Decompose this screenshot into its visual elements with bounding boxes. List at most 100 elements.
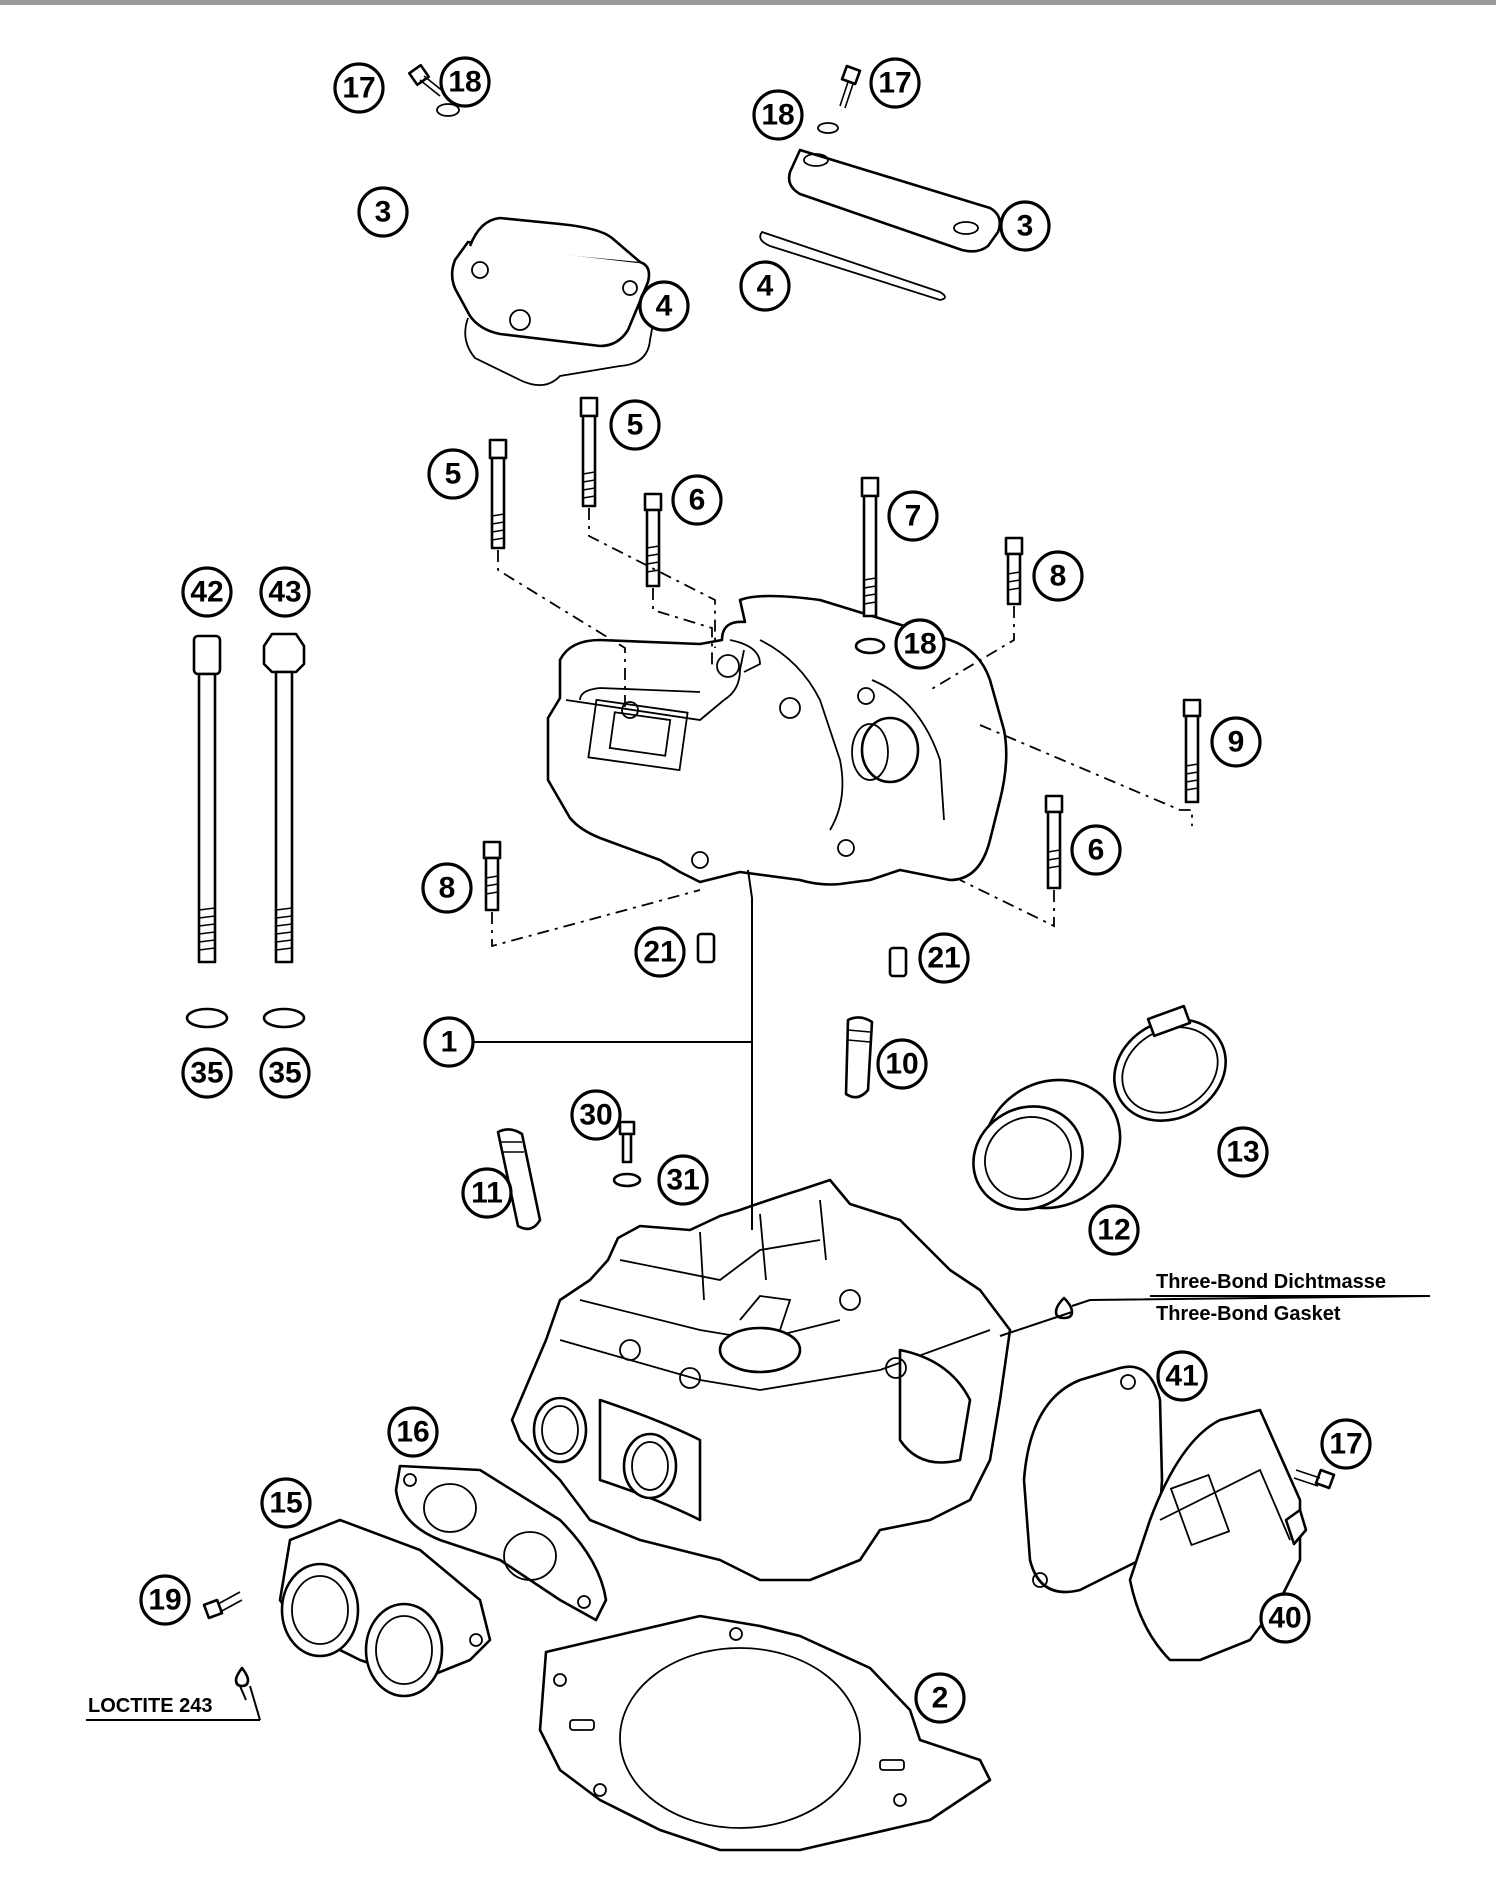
cylinder-head: [510, 1178, 1012, 1582]
cover-gasket-41: [1022, 1365, 1164, 1594]
svg-text:9: 9: [1228, 726, 1245, 759]
callout-15: 15: [260, 1477, 312, 1529]
bolt-5-middle: [579, 396, 599, 508]
svg-text:4: 4: [656, 290, 673, 323]
svg-text:18: 18: [448, 66, 481, 99]
callout-43: 43: [259, 566, 311, 618]
washer-18-right: [817, 122, 839, 134]
svg-text:42: 42: [190, 576, 223, 609]
screw-19: [202, 1591, 243, 1620]
top-rule: [0, 0, 1496, 5]
callout-11: 11: [461, 1167, 513, 1219]
svg-text:17: 17: [342, 72, 375, 105]
callout-18-center: 18: [894, 618, 946, 670]
assembly-lines: [491, 508, 1193, 948]
bolt-8-upper: [1004, 536, 1024, 606]
svg-text:40: 40: [1268, 1602, 1301, 1635]
callout-16: 16: [387, 1406, 439, 1458]
exhaust-flange-15: [278, 1518, 492, 1698]
svg-text:5: 5: [627, 409, 644, 442]
svg-text:31: 31: [666, 1164, 699, 1197]
bolt-9: [1182, 698, 1202, 804]
svg-text:7: 7: [905, 500, 922, 533]
valve-cover-right: [787, 148, 1002, 253]
dowel-21-right: [888, 946, 908, 978]
svg-text:21: 21: [927, 942, 960, 975]
callout-35-right: 35: [259, 1047, 311, 1099]
screw-30: [618, 1120, 636, 1164]
svg-text:6: 6: [1088, 834, 1105, 867]
dowel-21-left: [696, 932, 716, 964]
callout-18-top-right: 18: [752, 89, 804, 141]
callout-17-top-right: 17: [869, 57, 921, 109]
svg-text:18: 18: [903, 628, 936, 661]
cover-40: [1128, 1408, 1308, 1662]
callout-5-left: 5: [427, 448, 479, 500]
head-gasket-2: [538, 1614, 992, 1852]
callout-2: 2: [914, 1672, 966, 1724]
svg-text:35: 35: [190, 1057, 223, 1090]
callout-8-upper: 8: [1032, 550, 1084, 602]
callout-42: 42: [181, 566, 233, 618]
svg-text:19: 19: [148, 1584, 181, 1617]
svg-text:2: 2: [932, 1682, 949, 1715]
svg-text:21: 21: [643, 936, 676, 969]
bolt-6-lower: [1044, 794, 1064, 890]
callout-3-top-right: 3: [999, 200, 1051, 252]
svg-text:17: 17: [878, 67, 911, 100]
callout-8-lower: 8: [421, 862, 473, 914]
washer-31: [612, 1172, 642, 1188]
valve-cover-gasket-right: [759, 230, 946, 301]
svg-text:35: 35: [268, 1057, 301, 1090]
screw-17-cover: [1293, 1468, 1336, 1490]
callout-31: 31: [657, 1154, 709, 1206]
svg-text:15: 15: [269, 1487, 302, 1520]
loctite-label: LOCTITE 243: [88, 1695, 212, 1717]
svg-text:5: 5: [445, 458, 462, 491]
washer-35-right: [262, 1007, 306, 1029]
washer-18-left: [436, 103, 460, 117]
svg-text:11: 11: [471, 1177, 503, 1210]
callout-41: 41: [1156, 1350, 1208, 1402]
bolt-7: [860, 476, 880, 618]
callout-5-middle: 5: [609, 399, 661, 451]
svg-text:12: 12: [1097, 1214, 1130, 1247]
three-bond-dichtmasse-label: Three-Bond Dichtmasse: [1156, 1271, 1386, 1293]
callout-1: 1: [423, 1016, 475, 1068]
callout-21-left: 21: [634, 926, 686, 978]
callout-30: 30: [570, 1089, 622, 1141]
callout-9: 9: [1210, 716, 1262, 768]
stud-43: [262, 632, 306, 964]
svg-text:41: 41: [1165, 1360, 1198, 1393]
callout-4-top-left: 4: [638, 280, 690, 332]
callout-4-top-right: 4: [739, 260, 791, 312]
intake-rubber-12: [972, 1078, 1122, 1211]
bolt-8-lower: [482, 840, 502, 912]
hose-clamp-13: [1113, 1004, 1227, 1122]
callout-40: 40: [1259, 1592, 1311, 1644]
valve-cover-left: [450, 216, 651, 348]
bolt-6-upper: [643, 492, 663, 588]
valve-cover-gasket-left: [464, 317, 655, 386]
callout-18-top-left: 18: [439, 56, 491, 108]
valve-guide-10: [844, 1016, 874, 1099]
bolt-17-left: [407, 63, 445, 97]
valve-guide-11: [496, 1128, 542, 1231]
callout-17-right: 17: [1320, 1418, 1372, 1470]
bolt-17-right: [839, 64, 862, 109]
svg-text:1: 1: [441, 1026, 458, 1059]
bolt-5-left: [488, 438, 508, 550]
exhaust-gasket-16: [394, 1464, 608, 1622]
washer-18-center: [854, 637, 886, 655]
svg-text:8: 8: [1050, 560, 1067, 593]
svg-text:17: 17: [1329, 1428, 1362, 1461]
svg-text:13: 13: [1226, 1136, 1259, 1169]
svg-text:16: 16: [396, 1416, 429, 1449]
svg-text:10: 10: [885, 1048, 918, 1081]
callout-21-right: 21: [918, 932, 970, 984]
stud-42: [192, 634, 222, 964]
svg-text:18: 18: [761, 99, 794, 132]
leader-lines: [239, 869, 1431, 1721]
three-bond-gasket-label: Three-Bond Gasket: [1156, 1303, 1341, 1325]
